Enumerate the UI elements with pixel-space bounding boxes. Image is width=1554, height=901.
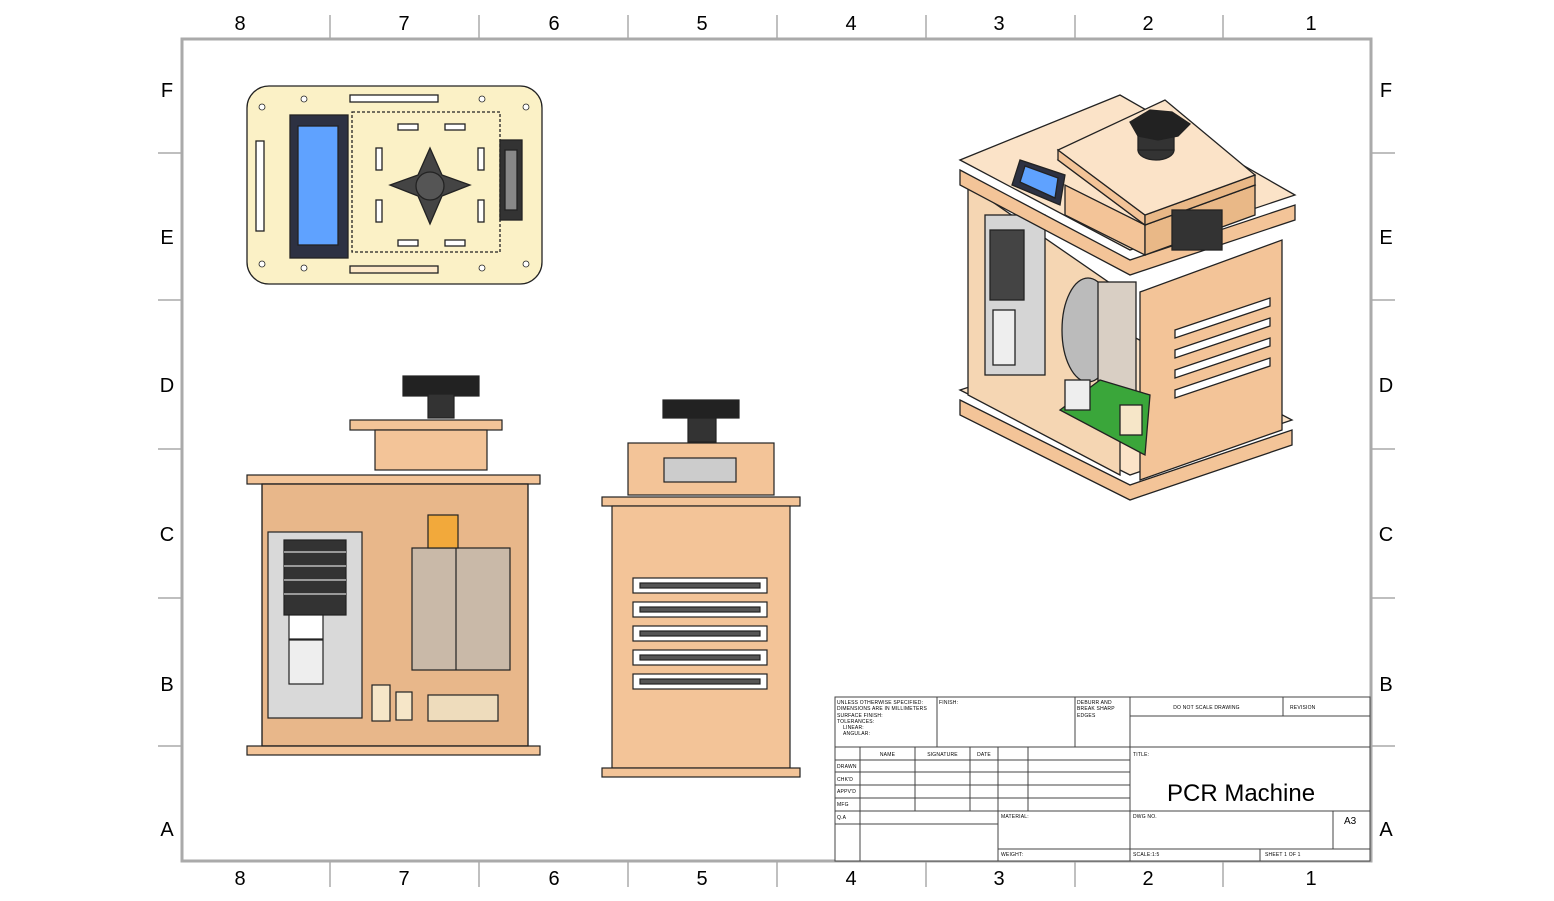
scale-label: SCALE:1:5 xyxy=(1133,852,1160,858)
revision-label: REVISION xyxy=(1290,705,1316,711)
zone-row-label: F xyxy=(1379,80,1393,102)
note-line: TOLERANCES: xyxy=(837,718,875,725)
row-drawn: DRAWN xyxy=(837,764,857,770)
front-view xyxy=(246,375,541,756)
title-label: TITLE: xyxy=(1133,752,1150,758)
note-line: ANGULAR: xyxy=(843,731,871,738)
zone-col-label: 1 xyxy=(1305,13,1317,35)
zone-col-label: 7 xyxy=(398,868,410,890)
zone-col-label: 8 xyxy=(234,868,246,890)
zone-row-label: F xyxy=(160,80,174,102)
zone-row-label: E xyxy=(160,227,174,249)
title-block xyxy=(834,696,1371,862)
note-line: SURFACE FINISH: xyxy=(837,712,883,719)
finish-label: FINISH: xyxy=(939,700,959,706)
deburr-line: BREAK SHARP xyxy=(1077,706,1115,713)
iso-lcd xyxy=(1019,165,1059,199)
lcd-screen xyxy=(297,125,339,246)
sheet-number: SHEET 1 OF 1 xyxy=(1265,852,1301,858)
zone-col-label: 1 xyxy=(1305,868,1317,890)
note-line: LINEAR: xyxy=(843,725,864,731)
zone-col-label: 8 xyxy=(234,13,246,35)
dwg-no-label: DWG NO. xyxy=(1133,814,1157,820)
zone-row-label: D xyxy=(1378,375,1394,397)
drawing-title: PCR Machine xyxy=(1167,780,1316,807)
fan-block xyxy=(411,547,511,671)
zone-col-label: 7 xyxy=(398,13,410,35)
zone-col-label: 5 xyxy=(696,868,708,890)
zone-col-label: 6 xyxy=(548,868,560,890)
zone-row-label: C xyxy=(1378,524,1394,546)
col-signature-header: SIGNATURE xyxy=(927,752,958,758)
zone-col-label: 6 xyxy=(548,13,560,35)
weight-label: WEIGHT: xyxy=(1001,852,1024,858)
do-not-scale-label: DO NOT SCALE DRAWING xyxy=(1173,705,1240,711)
note-line: UNLESS OTHERWISE SPECIFIED: xyxy=(837,700,924,706)
deburr-line: EDGES xyxy=(1077,712,1096,719)
zone-row-label: E xyxy=(1379,227,1393,249)
tolerances-note: UNLESS OTHERWISE SPECIFIED: DIMENSIONS A… xyxy=(837,700,937,738)
side-view xyxy=(601,399,801,778)
isometric-view xyxy=(958,94,1297,501)
material-label: MATERIAL: xyxy=(1001,814,1029,820)
note-line: DIMENSIONS ARE IN MILLIMETERS xyxy=(837,706,927,713)
row-mfg: MFG xyxy=(837,802,849,808)
row-qa: Q.A xyxy=(837,815,847,821)
row-approved: APPV'D xyxy=(837,789,857,795)
knob-side xyxy=(662,399,740,419)
knob-front xyxy=(402,375,480,397)
deburr-label: DEBURR AND BREAK SHARP EDGES xyxy=(1077,700,1115,719)
zone-col-label: 2 xyxy=(1142,13,1154,35)
zone-row-label: D xyxy=(159,375,175,397)
iso-knob xyxy=(1129,109,1192,141)
zone-col-label: 4 xyxy=(845,868,857,890)
deburr-line: DEBURR AND xyxy=(1077,700,1112,706)
zone-row-label: A xyxy=(1379,819,1393,841)
zone-row-label: B xyxy=(160,674,174,696)
zone-col-label: 4 xyxy=(845,13,857,35)
col-date-header: DATE xyxy=(977,752,991,758)
zone-row-label: A xyxy=(160,819,174,841)
zone-row-label: C xyxy=(159,524,175,546)
zone-col-label: 3 xyxy=(993,868,1005,890)
sheet-size: A3 xyxy=(1344,816,1357,827)
zone-col-label: 5 xyxy=(696,13,708,35)
zone-col-label: 2 xyxy=(1142,868,1154,890)
row-checked: CHK'D xyxy=(837,777,854,783)
zone-row-label: B xyxy=(1379,674,1393,696)
zone-ticks xyxy=(158,15,1395,887)
zone-col-label: 3 xyxy=(993,13,1005,35)
col-name-header: NAME xyxy=(879,752,896,758)
top-view xyxy=(246,85,543,285)
